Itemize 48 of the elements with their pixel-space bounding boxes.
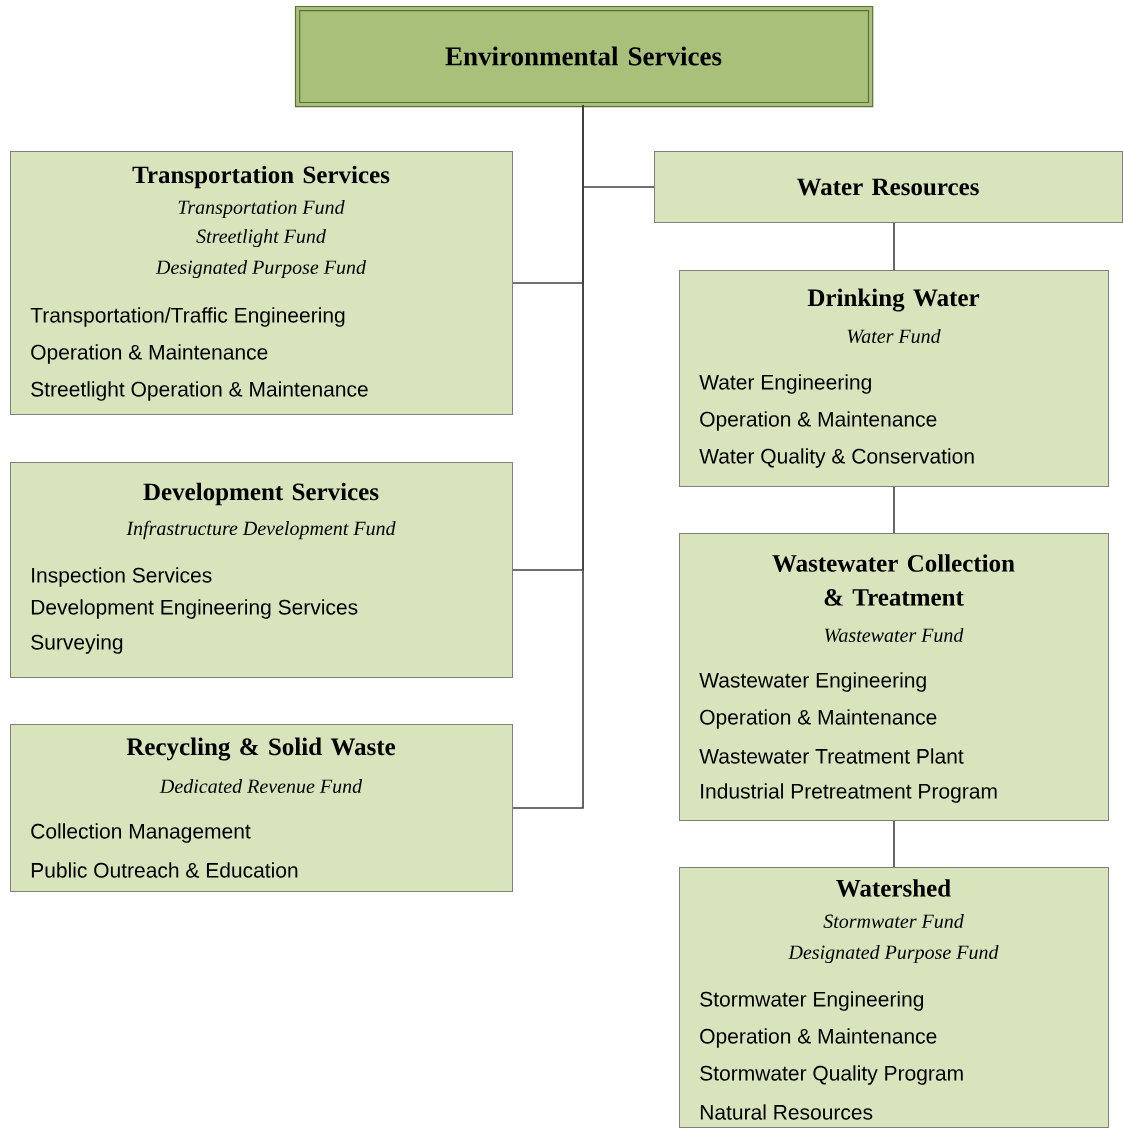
- service-item: Surveying: [31, 634, 123, 654]
- heading: Wastewater Collection & Treatment: [772, 554, 1015, 606]
- connector-line: [893, 222, 895, 271]
- heading: Drinking Water: [807, 288, 980, 312]
- service-item: Wastewater Engineering: [699, 672, 926, 692]
- connector-line: [893, 820, 895, 868]
- heading: Transportation Services: [132, 165, 390, 189]
- service-item: Operation & Maintenance: [700, 1028, 937, 1048]
- service-item: Natural Resources: [700, 1104, 873, 1120]
- department-box: [10, 151, 513, 415]
- service-item: Operation & Maintenance: [700, 411, 937, 431]
- fund-name: Infrastructure Development Fund: [126, 520, 396, 540]
- department-box: [10, 724, 513, 892]
- fund-name: Designated Purpose Fund: [155, 259, 367, 279]
- service-item: Water Engineering: [699, 374, 871, 394]
- fund-name: Designated Purpose Fund: [788, 944, 999, 964]
- title-box: [294, 5, 874, 108]
- service-item: Water Quality & Conservation: [699, 448, 974, 468]
- service-item: Operation & Maintenance: [31, 344, 268, 364]
- service-item: Streetlight Operation & Maintenance: [31, 381, 368, 401]
- connector-line: [582, 104, 655, 188]
- service-item: Stormwater Quality Program: [700, 1065, 963, 1085]
- service-item: Transportation/Traffic Engineering: [30, 307, 345, 327]
- department-box: [654, 151, 1123, 223]
- service-item: Industrial Pretreatment Program: [701, 783, 997, 803]
- service-item: Collection Management: [31, 823, 251, 843]
- heading: Water Resources: [796, 178, 979, 196]
- department-box: [679, 533, 1109, 821]
- service-item: Wastewater Treatment Plant: [699, 748, 964, 764]
- connector-line: [893, 486, 895, 534]
- fund-name: Stormwater Fund: [823, 913, 964, 929]
- heading: Development Services: [143, 482, 379, 506]
- service-item: Operation & Maintenance: [700, 709, 937, 729]
- service-item: Development Engineering Services: [31, 599, 358, 619]
- service-item: Public Outreach & Education: [31, 862, 298, 878]
- service-item: Stormwater Engineering: [700, 991, 924, 1011]
- department-box: [679, 270, 1109, 487]
- department-box: [10, 462, 513, 678]
- fund-name: Water Fund: [847, 328, 941, 344]
- heading: Watershed: [836, 879, 951, 897]
- department-box: [679, 867, 1109, 1128]
- fund-name: Streetlight Fund: [196, 228, 326, 248]
- fund-name: Dedicated Revenue Fund: [159, 778, 363, 794]
- heading: Recycling & Solid Waste: [126, 737, 396, 761]
- heading: Environmental Services: [445, 46, 722, 66]
- service-item: Inspection Services: [32, 567, 212, 587]
- fund-name: Wastewater Fund: [824, 627, 964, 643]
- fund-name: Transportation Fund: [178, 199, 345, 219]
